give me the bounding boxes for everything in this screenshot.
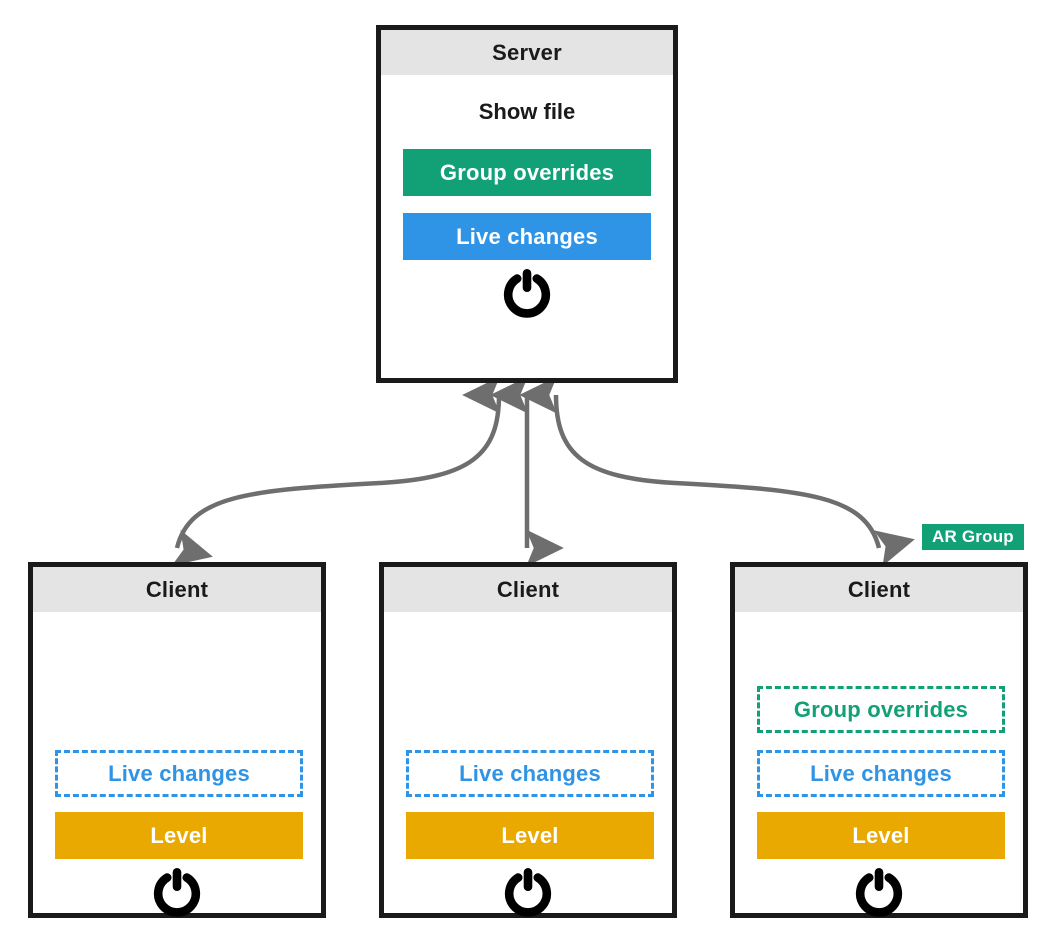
client-1-header-title: Client <box>33 567 321 612</box>
client-node-2[interactable]: Client Live changes Level <box>379 562 677 918</box>
power-icon[interactable] <box>855 868 903 920</box>
server-show-file-label: Show file <box>478 99 576 124</box>
power-icon[interactable] <box>503 269 551 321</box>
ar-group-badge: AR Group <box>922 524 1024 550</box>
client-node-3[interactable]: Client Group overrides Live changes Leve… <box>730 562 1028 918</box>
client-3-power-icon-wrap[interactable] <box>735 868 1023 920</box>
server-header-title: Server <box>381 30 673 75</box>
server-body: Show file Group overrides Live changes <box>381 75 673 378</box>
power-icon[interactable] <box>153 868 201 920</box>
server-group-overrides-bar[interactable]: Group overrides <box>403 149 651 196</box>
client-3-group-overrides-box[interactable]: Group overrides <box>757 686 1005 733</box>
client-node-1[interactable]: Client Live changes Level <box>28 562 326 918</box>
client-2-level-bar[interactable]: Level <box>406 812 654 859</box>
client-3-header-title: Client <box>735 567 1023 612</box>
server-node[interactable]: Server Show file Group overrides Live ch… <box>376 25 678 383</box>
client-1-level-bar[interactable]: Level <box>55 812 303 859</box>
client-1-live-changes-box[interactable]: Live changes <box>55 750 303 797</box>
client-1-power-icon-wrap[interactable] <box>33 868 321 920</box>
client-3-body: Group overrides Live changes Level <box>735 612 1023 917</box>
server-live-changes-bar[interactable]: Live changes <box>403 213 651 260</box>
client-3-level-bar[interactable]: Level <box>757 812 1005 859</box>
client-2-header-title: Client <box>384 567 672 612</box>
power-icon[interactable] <box>504 868 552 920</box>
client-2-body: Live changes Level <box>384 612 672 917</box>
client-2-live-changes-box[interactable]: Live changes <box>406 750 654 797</box>
client-3-live-changes-box[interactable]: Live changes <box>757 750 1005 797</box>
client-1-body: Live changes Level <box>33 612 321 917</box>
client-2-power-icon-wrap[interactable] <box>384 868 672 920</box>
connector-server-to-client-3 <box>519 376 915 567</box>
server-power-icon-wrap[interactable] <box>381 269 673 321</box>
connector-server-to-client-1 <box>171 376 502 566</box>
